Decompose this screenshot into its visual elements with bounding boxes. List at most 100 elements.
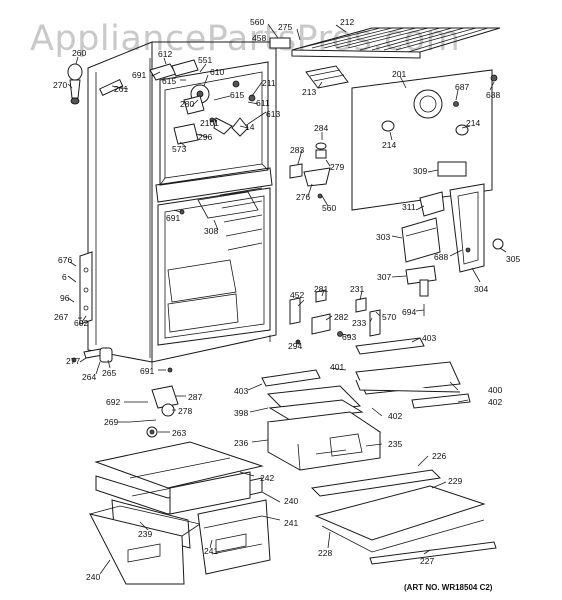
part-label-560: 560 <box>250 17 264 27</box>
art-number: (ART NO. WR18504 C2) <box>404 583 493 592</box>
part-label-676: 676 <box>58 255 72 265</box>
part-label-311: 311 <box>402 202 416 212</box>
wire-shelf <box>291 27 501 59</box>
part-label-403: 403 <box>234 386 248 396</box>
part-label-241: 241 <box>284 518 298 528</box>
part-label-400: 400 <box>488 385 502 395</box>
part-label-269: 269 <box>104 417 118 427</box>
part-label-235: 235 <box>388 439 402 449</box>
part-label-560: 560 <box>322 203 336 213</box>
part-label-280: 280 <box>180 99 194 109</box>
part-label-691: 691 <box>140 366 154 376</box>
part-label-691: 691 <box>132 70 146 80</box>
part-label-277: 277 <box>66 356 80 366</box>
part-label-309: 309 <box>413 166 427 176</box>
part-label-308: 308 <box>204 226 218 236</box>
part-label-229: 229 <box>448 476 462 486</box>
part-label-688: 688 <box>434 252 448 262</box>
part-label-14: 14 <box>245 122 255 132</box>
part-label-281: 281 <box>314 284 328 294</box>
part-label-688: 688 <box>486 90 500 100</box>
evaporator-cover <box>351 69 498 211</box>
part-label-214: 214 <box>382 140 396 150</box>
part-label-305: 305 <box>506 254 520 264</box>
part-label-212: 212 <box>340 17 354 27</box>
part-label-270: 270 <box>53 80 67 90</box>
part-label-282: 282 <box>334 312 348 322</box>
shelf-bracket <box>305 65 349 89</box>
part-label-602: 602 <box>74 318 88 328</box>
part-label-226: 226 <box>432 451 446 461</box>
part-label-2101: 2101 <box>200 118 219 128</box>
part-label-612: 612 <box>158 49 172 59</box>
part-label-452: 452 <box>290 290 304 300</box>
part-label-402: 402 <box>488 397 502 407</box>
part-label-551: 551 <box>198 55 212 65</box>
part-label-260: 260 <box>72 48 86 58</box>
part-label-213: 213 <box>302 87 316 97</box>
part-label-610: 610 <box>210 67 224 77</box>
part-label-304: 304 <box>474 284 488 294</box>
part-label-691: 691 <box>166 213 180 223</box>
part-label-692: 692 <box>106 397 120 407</box>
part-label-402: 402 <box>388 411 402 421</box>
part-label-211: 211 <box>262 78 276 88</box>
part-label-236: 236 <box>234 438 248 448</box>
part-label-278: 278 <box>178 406 192 416</box>
part-label-398: 398 <box>234 408 248 418</box>
glass-shelves <box>261 337 471 421</box>
part-label-276: 276 <box>296 192 310 202</box>
part-label-403: 403 <box>422 333 436 343</box>
part-label-694: 694 <box>402 307 416 317</box>
crisper-drawer <box>266 411 382 471</box>
part-label-279: 279 <box>330 162 344 172</box>
watermark: AppliancePartsPros.com <box>30 19 460 59</box>
part-label-294: 294 <box>288 341 302 351</box>
part-label-693: 693 <box>342 332 356 342</box>
bottom-shelf <box>310 469 497 565</box>
part-label-263: 263 <box>172 428 186 438</box>
part-label-615: 615 <box>162 76 176 86</box>
part-label-401: 401 <box>330 362 344 372</box>
part-label-228: 228 <box>318 548 332 558</box>
part-label-239: 239 <box>138 529 152 539</box>
leader-lines <box>67 23 507 575</box>
part-label-303: 303 <box>376 232 390 242</box>
part-label-240: 240 <box>284 496 298 506</box>
part-label-240: 240 <box>86 572 100 582</box>
refrigerator-cabinet <box>79 37 291 370</box>
crisper-pans <box>89 441 271 585</box>
part-label-458: 458 <box>252 33 266 43</box>
part-label-265: 265 <box>102 368 116 378</box>
part-label-275: 275 <box>278 22 292 32</box>
part-label-6: 6 <box>62 272 67 282</box>
part-label-261: 261 <box>114 84 128 94</box>
part-label-283: 283 <box>290 145 304 155</box>
part-label-287: 287 <box>188 392 202 402</box>
part-label-613: 613 <box>266 109 280 119</box>
part-label-307: 307 <box>377 272 391 282</box>
part-label-264: 264 <box>82 372 96 382</box>
part-label-214: 214 <box>466 118 480 128</box>
part-label-242: 242 <box>260 473 274 483</box>
part-label-570: 570 <box>382 312 396 322</box>
control-components <box>67 59 256 145</box>
part-label-241: 241 <box>204 546 218 556</box>
small-hardware <box>167 142 425 373</box>
part-label-267: 267 <box>54 312 68 322</box>
fan-housing <box>401 183 504 297</box>
part-label-201: 201 <box>392 69 406 79</box>
part-label-284: 284 <box>314 123 328 133</box>
part-label-611: 611 <box>256 98 270 108</box>
part-label-233: 233 <box>352 318 366 328</box>
part-label-96: 96 <box>60 293 70 303</box>
part-label-573: 573 <box>172 144 186 154</box>
lower-hardware <box>71 347 179 438</box>
part-label-231: 231 <box>350 284 364 294</box>
part-label-227: 227 <box>420 556 434 566</box>
part-labels: 560 275 212 458 260 270 612 551 691 615 … <box>53 17 520 582</box>
part-label-687: 687 <box>455 82 469 92</box>
part-label-296: 296 <box>198 132 212 142</box>
